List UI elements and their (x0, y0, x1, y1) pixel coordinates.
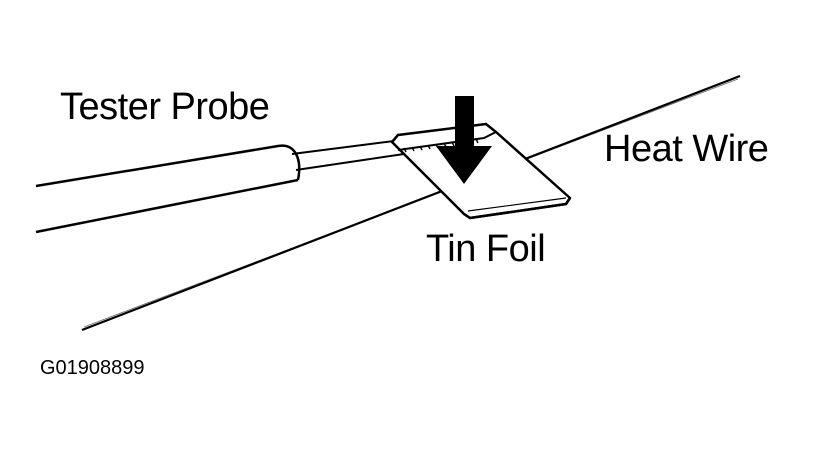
down-arrow-icon (436, 96, 492, 184)
figure-id: G01908899 (40, 357, 145, 379)
heat-wire (81, 74, 741, 332)
tester-probe-label: Tester Probe (60, 86, 270, 128)
tester-probe (35, 139, 405, 234)
tin-foil-label: Tin Foil (426, 228, 546, 270)
tin-foil (390, 122, 572, 220)
heat-wire-label: Heat Wire (604, 128, 769, 170)
